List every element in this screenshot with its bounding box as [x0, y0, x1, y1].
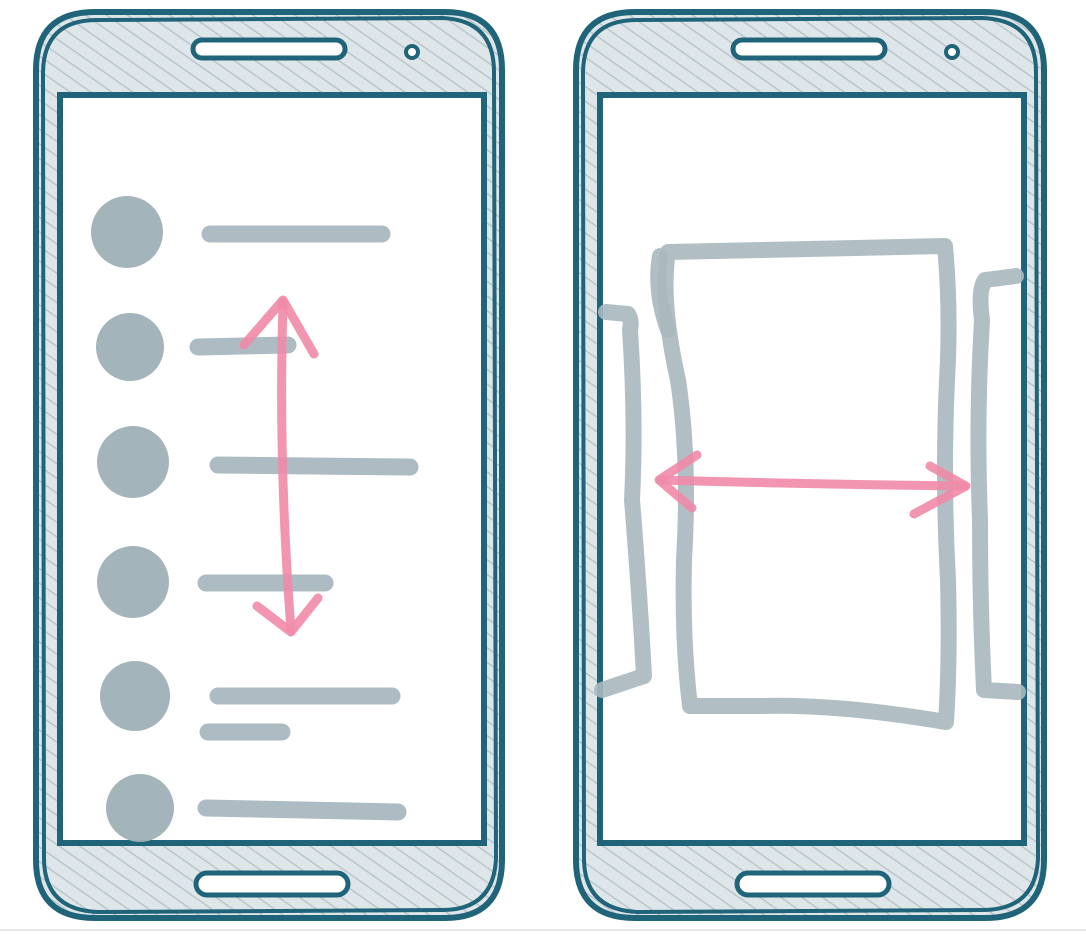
- list-item: [91, 196, 391, 268]
- camera-icon: [944, 44, 960, 60]
- list-item-line: [197, 799, 407, 821]
- list-phone: [33, 9, 505, 921]
- pager-phone: [573, 9, 1047, 921]
- list-items: [91, 196, 419, 842]
- speaker-grille-icon: [730, 37, 888, 61]
- avatar: [91, 196, 163, 268]
- avatar: [96, 313, 164, 381]
- next-page: [970, 268, 1026, 700]
- avatar: [106, 774, 174, 842]
- home-button-icon: [193, 870, 351, 898]
- list-item: [97, 426, 419, 498]
- current-page: [657, 238, 957, 730]
- vertical-arrow-icon: [239, 295, 323, 637]
- list-item: [100, 661, 401, 741]
- avatar: [97, 426, 169, 498]
- previous-page: [594, 304, 652, 698]
- list-item-line: [209, 456, 419, 476]
- speaker-grille-icon: [190, 37, 348, 61]
- avatar: [100, 661, 170, 731]
- horizontal-arrow-icon: [654, 450, 971, 519]
- pager-screen: [597, 92, 1027, 846]
- home-button-icon: [734, 870, 892, 898]
- list-item: [97, 546, 334, 618]
- avatar: [97, 546, 169, 618]
- current-page-edge: [650, 248, 676, 338]
- camera-icon: [404, 44, 420, 60]
- list-item: [106, 774, 407, 842]
